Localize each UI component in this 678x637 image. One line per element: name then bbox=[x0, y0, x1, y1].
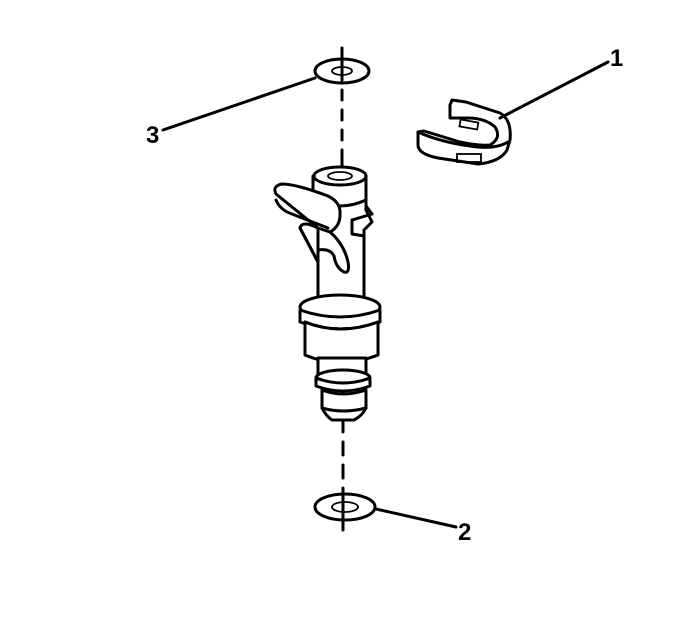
leader-lines bbox=[161, 60, 610, 529]
retainer-clip bbox=[416, 98, 512, 166]
callout-1: 1 bbox=[610, 45, 623, 72]
callout-3: 3 bbox=[146, 122, 159, 149]
callout-2: 2 bbox=[458, 519, 471, 546]
lower-o-ring bbox=[313, 492, 377, 522]
upper-o-ring bbox=[313, 57, 371, 85]
fuel-injector bbox=[273, 165, 382, 422]
